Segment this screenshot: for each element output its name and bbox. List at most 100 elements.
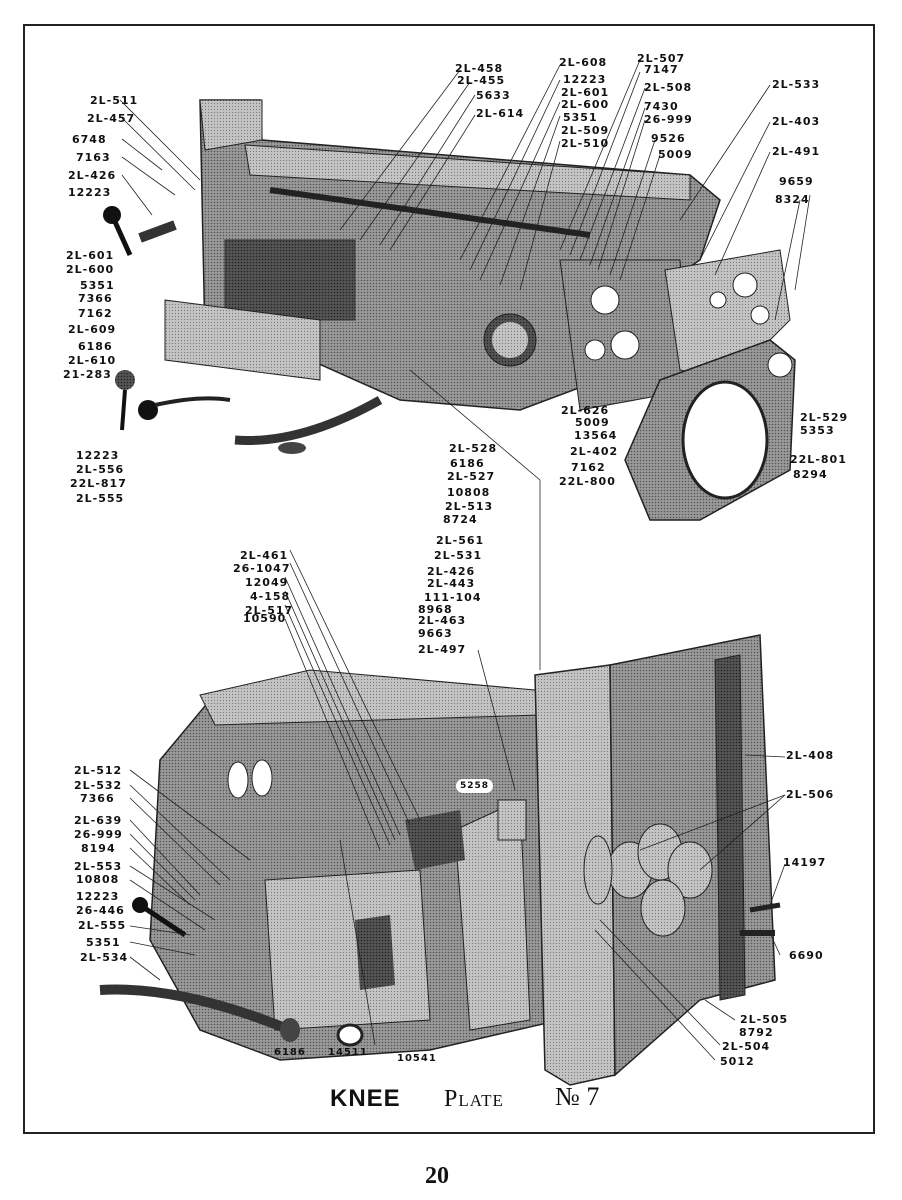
part-label: 2L-491 — [772, 145, 821, 158]
part-label: 26-999 — [74, 828, 123, 841]
part-label: 2L-517 — [245, 604, 294, 617]
part-label: 7366 — [78, 292, 113, 305]
upper-handles — [103, 206, 383, 454]
part-label: 2L-639 — [74, 814, 123, 827]
bearing-cover — [624, 339, 796, 521]
upper-knee-housing — [164, 99, 721, 411]
part-label: 2L-403 — [772, 115, 821, 128]
part-label: 2L-505 — [740, 1013, 789, 1026]
part-label: 8294 — [793, 468, 828, 481]
part-label: 10590 — [243, 612, 287, 625]
part-label: 2L-533 — [772, 78, 821, 91]
part-label: 2L-461 — [240, 549, 289, 562]
plate-number: № 7 — [555, 1082, 599, 1112]
part-label: 8724 — [443, 513, 478, 526]
part-label: 2L-532 — [74, 779, 123, 792]
part-label: 2L-507 — [637, 52, 686, 65]
part-label: 2L-426 — [427, 565, 476, 578]
part-label: 4-158 — [250, 590, 291, 603]
part-label: 2L-504 — [722, 1040, 771, 1053]
part-label: 8324 — [775, 193, 810, 206]
part-label: 7147 — [644, 63, 679, 76]
part-label: 22L-801 — [790, 453, 847, 466]
part-label: 12223 — [76, 449, 120, 462]
part-label: 5009 — [575, 416, 610, 429]
part-label: 2L-553 — [74, 860, 123, 873]
part-label: 2L-402 — [570, 445, 619, 458]
part-label: 2L-457 — [87, 112, 136, 125]
column-slide — [534, 634, 776, 1086]
part-label: 8194 — [81, 842, 116, 855]
part-label: 6186 — [274, 1047, 306, 1058]
part-label: 7366 — [80, 792, 115, 805]
part-label: 9663 — [418, 627, 453, 640]
part-label: 2L-601 — [66, 249, 115, 262]
leader-lines — [119, 59, 811, 1061]
part-label: 5012 — [720, 1055, 755, 1068]
part-label: 2L-506 — [786, 788, 835, 801]
part-label: 2L-555 — [76, 492, 125, 505]
plate-number-value: 7 — [586, 1082, 600, 1111]
part-label: 13564 — [574, 429, 618, 442]
part-label: 22L-817 — [70, 477, 127, 490]
part-label: 8792 — [739, 1026, 774, 1039]
part-label: 2L-600 — [66, 263, 115, 276]
lower-handles — [99, 897, 781, 1047]
part-label: 7162 — [78, 307, 113, 320]
page-number: 20 — [425, 1163, 449, 1189]
part-label: 2L-528 — [449, 442, 498, 455]
part-label: 22L-800 — [559, 475, 616, 488]
part-label: 6690 — [789, 949, 824, 962]
part-label: 2L-556 — [76, 463, 125, 476]
part-label: 2L-509 — [561, 124, 610, 137]
part-label: 6186 — [450, 457, 485, 470]
plate-title: KNEE — [330, 1085, 401, 1112]
part-label: 12223 — [563, 73, 607, 86]
plate-label: Plate — [444, 1086, 504, 1112]
part-label: 14197 — [783, 856, 827, 869]
part-label: 10808 — [447, 486, 491, 499]
part-label: 5258 — [456, 779, 494, 793]
part-label: 5009 — [658, 148, 693, 161]
lower-knee-housing — [149, 669, 561, 1061]
numero-sign: № — [555, 1082, 580, 1111]
part-label: 26-1047 — [233, 562, 291, 575]
part-label: 9526 — [651, 132, 686, 145]
part-label: 5351 — [86, 936, 121, 949]
part-label: 26-446 — [76, 904, 125, 917]
part-label: 6186 — [78, 340, 113, 353]
part-label: 14511 — [328, 1047, 368, 1058]
part-label: 2L-527 — [447, 470, 496, 483]
part-label: 2L-555 — [78, 919, 127, 932]
part-label: 5351 — [563, 111, 598, 124]
part-label: 8968 — [418, 603, 453, 616]
part-label: 6748 — [72, 133, 107, 146]
part-label: 10541 — [397, 1053, 437, 1064]
part-label: 2L-626 — [561, 404, 610, 417]
part-label: 2L-561 — [436, 534, 485, 547]
part-label: 2L-497 — [418, 643, 467, 656]
part-label: 5633 — [476, 89, 511, 102]
part-label: 2L-610 — [68, 354, 117, 367]
part-label: 5353 — [800, 424, 835, 437]
part-label: 10808 — [76, 873, 120, 886]
part-label: 5351 — [80, 279, 115, 292]
part-label: 2L-455 — [457, 74, 506, 87]
part-label: 2L-609 — [68, 323, 117, 336]
part-label: 26-999 — [644, 113, 693, 126]
part-label: 2L-510 — [561, 137, 610, 150]
part-label: 2L-508 — [644, 81, 693, 94]
part-label: 2L-512 — [74, 764, 123, 777]
part-label: 2L-458 — [455, 62, 504, 75]
part-label: 7162 — [571, 461, 606, 474]
part-label: 2L-513 — [445, 500, 494, 513]
part-label: 2L-534 — [80, 951, 129, 964]
part-label: 111-104 — [424, 591, 482, 604]
part-label: 2L-614 — [476, 107, 525, 120]
part-label: 2L-608 — [559, 56, 608, 69]
part-label: 12049 — [245, 576, 289, 589]
part-label: 12223 — [76, 890, 120, 903]
part-label: 2L-408 — [786, 749, 835, 762]
part-label: 7163 — [76, 151, 111, 164]
